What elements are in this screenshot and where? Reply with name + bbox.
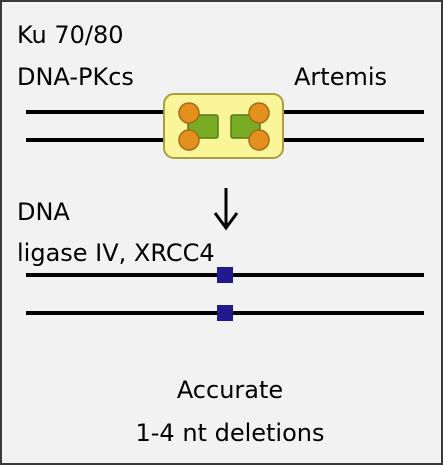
ku-circle-left-bottom: [178, 129, 200, 151]
ligation-mark-bottom: [217, 305, 233, 321]
ku-circle-right-bottom: [248, 129, 270, 151]
dna-label: DNA: [17, 198, 70, 226]
dnapkcs-label: DNA-PKcs: [17, 63, 134, 91]
down-arrow-icon: [213, 188, 239, 231]
ku-circle-right-top: [248, 102, 270, 124]
ligase-label: ligase IV, XRCC4: [17, 239, 215, 267]
ku-circle-left-top: [178, 102, 200, 124]
artemis-label: Artemis: [294, 63, 387, 91]
outcome-accurate: Accurate: [177, 376, 283, 404]
outcome-deletions: 1-4 nt deletions: [136, 419, 325, 447]
dna-pk-complex: [163, 93, 284, 159]
ku-label: Ku 70/80: [17, 21, 124, 49]
ligation-mark-top: [217, 267, 233, 283]
